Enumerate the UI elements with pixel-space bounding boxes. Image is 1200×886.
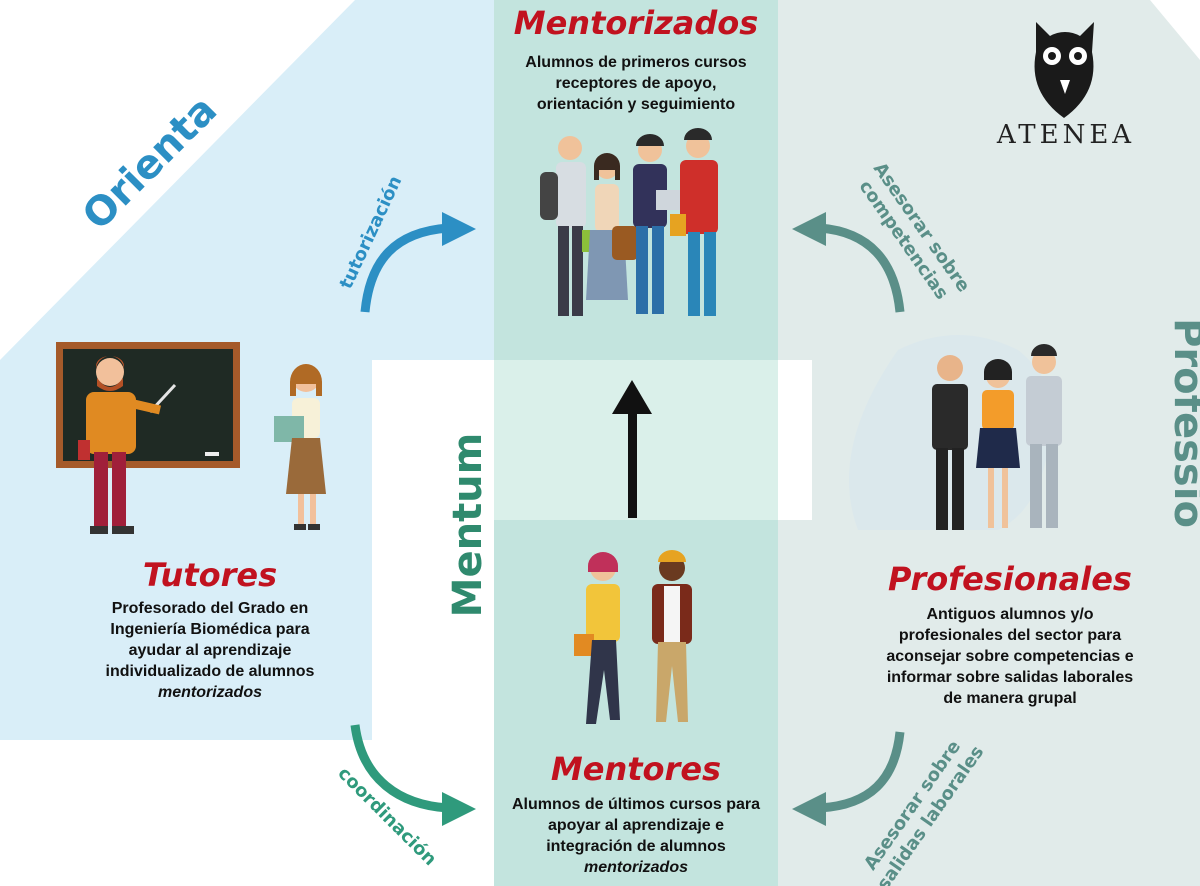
profesionales-illustration	[849, 335, 1062, 530]
mentores-illustration	[574, 550, 692, 724]
male-teacher-illustration	[78, 356, 162, 534]
mentorizados-title: Mentorizados	[513, 4, 759, 42]
up-arrow-icon	[612, 380, 652, 518]
mentum-label: Mentum	[445, 432, 491, 618]
salidas-arrow-icon	[792, 731, 905, 826]
profesionales-title: Profesionales	[888, 560, 1132, 598]
tutorizacion-arrow-icon	[360, 212, 476, 313]
mentorizados-description: Alumnos de primeros cursos receptores de…	[525, 54, 747, 113]
coordinacion-arrow-icon	[350, 724, 476, 826]
profesionales-description: Antiguos alumnos y/o profesionales del s…	[886, 606, 1134, 707]
tutores-title: Tutores	[142, 556, 278, 594]
orienta-region	[0, 0, 494, 740]
mentores-title: Mentores	[550, 750, 722, 788]
students-group-illustration	[540, 128, 718, 316]
atenea-logo-text: ATENEA	[996, 120, 1136, 150]
competencias-arrow-icon	[792, 212, 905, 313]
female-teacher-illustration	[274, 364, 326, 530]
atenea-owl-logo-icon	[1034, 22, 1094, 118]
mentores-description: Alumnos de últimos cursos para apoyar al…	[511, 796, 761, 876]
mentores-region	[494, 520, 778, 886]
professio-label: Professio	[1165, 318, 1200, 528]
tutores-description: Profesorado del Grado en Ingeniería Biom…	[105, 600, 315, 701]
